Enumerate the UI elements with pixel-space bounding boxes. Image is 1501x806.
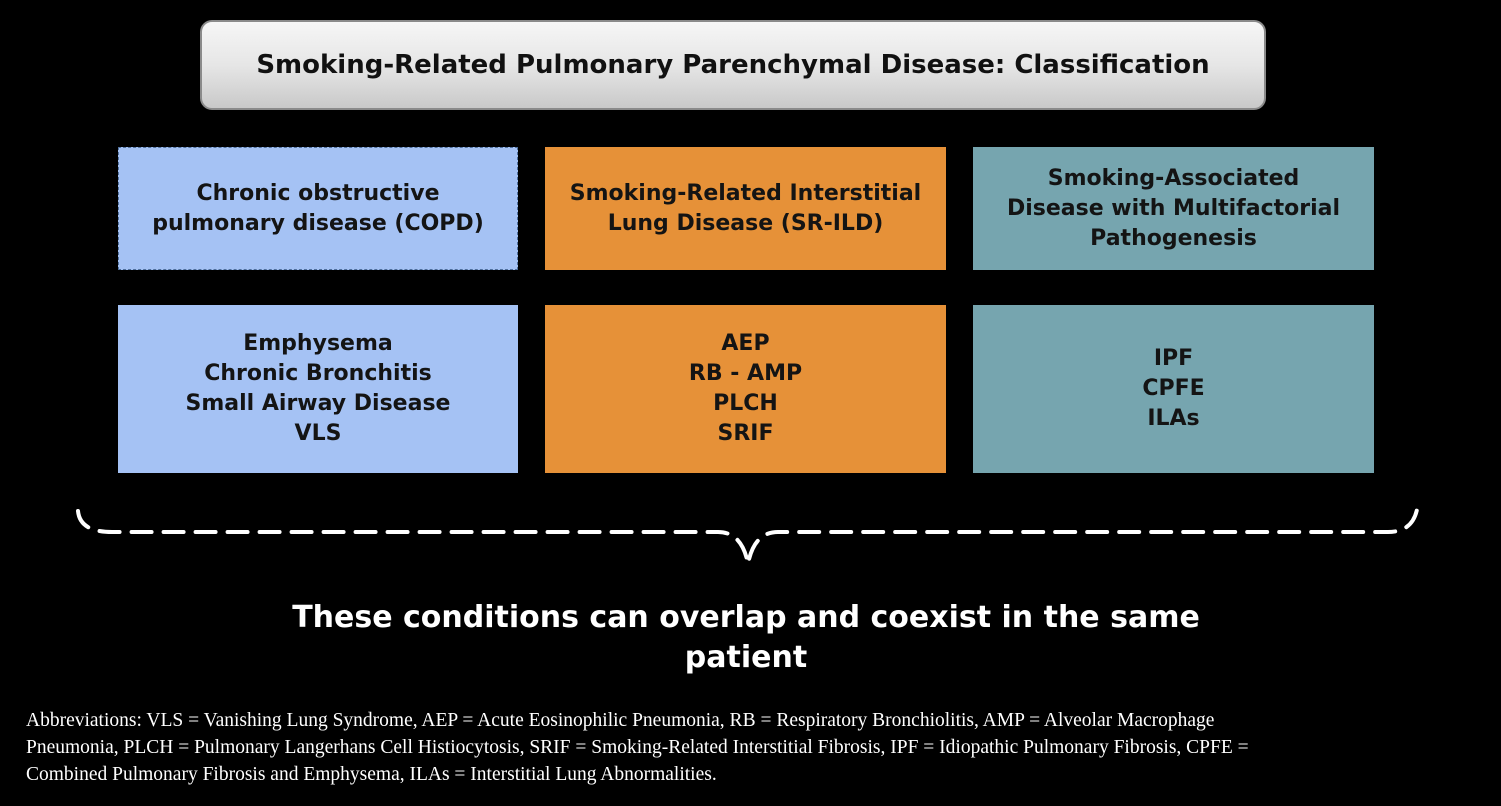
abbreviations-line: Combined Pulmonary Fibrosis and Emphysem… [26,764,717,785]
brace-path [76,500,1420,565]
srild-header-line: Lung Disease (SR-ILD) [607,210,884,236]
multifactorial-item: ILAs [1147,406,1200,431]
abbreviations-line: Abbreviations: VLS = Vanishing Lung Synd… [26,710,1215,731]
srild-item: AEP [721,331,770,356]
diagram-title: Smoking-Related Pulmonary Parenchymal Di… [256,50,1210,80]
multifactorial-items-box: IPF CPFE ILAs [973,305,1374,473]
overlap-note-line: patient [684,640,808,675]
copd-items-box: Emphysema Chronic Bronchitis Small Airwa… [118,305,518,473]
multifactorial-header-line: Smoking-Associated [1047,165,1300,191]
copd-item: Chronic Bronchitis [204,361,432,386]
copd-item: Emphysema [243,331,393,356]
srild-item: SRIF [717,421,774,446]
srild-item: RB - AMP [688,361,803,386]
multifactorial-header-line: Pathogenesis [1090,225,1257,251]
srild-item: PLCH [713,391,778,416]
srild-items-box: AEP RB - AMP PLCH SRIF [545,305,946,473]
multifactorial-item: CPFE [1142,376,1205,401]
overlap-note-line: These conditions can overlap and coexist… [292,600,1200,635]
copd-item: VLS [294,421,342,446]
srild-header-line: Smoking-Related Interstitial [569,180,922,206]
multifactorial-header-line: Disease with Multifactorial [1006,195,1341,221]
copd-header-box: Chronic obstructive pulmonary disease (C… [118,147,518,270]
title-box: Smoking-Related Pulmonary Parenchymal Di… [200,20,1266,110]
multifactorial-item: IPF [1153,346,1194,371]
overlap-note: These conditions can overlap and coexist… [200,598,1292,678]
copd-header-line: pulmonary disease (COPD) [152,210,484,236]
copd-header-line: Chronic obstructive [196,180,440,206]
multifactorial-header-box: Smoking-Associated Disease with Multifac… [973,147,1374,270]
copd-item: Small Airway Disease [185,391,451,416]
srild-header-box: Smoking-Related Interstitial Lung Diseas… [545,147,946,270]
abbreviations-footnote: Abbreviations: VLS = Vanishing Lung Synd… [26,707,1491,788]
abbreviations-line: Pneumonia, PLCH = Pulmonary Langerhans C… [26,737,1249,758]
